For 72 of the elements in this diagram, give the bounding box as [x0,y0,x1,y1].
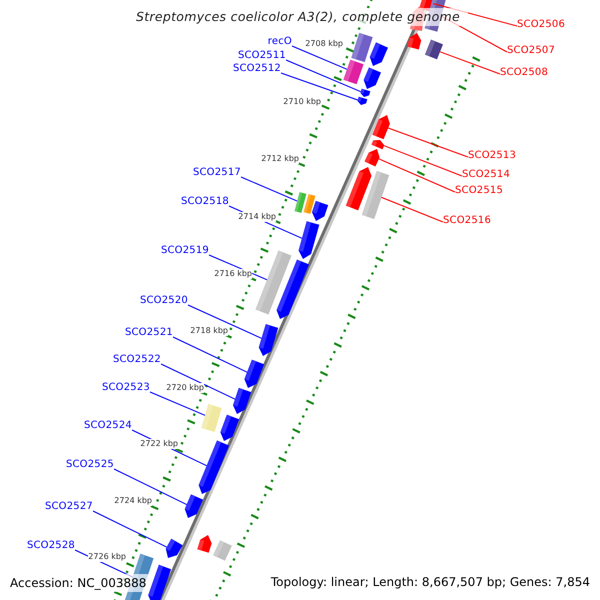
gene-label: SCO2525 [66,459,114,471]
gene-label: SCO2514 [462,169,510,181]
gene-feature [201,404,222,432]
gene-feature [233,388,252,414]
gene-feature [298,221,320,259]
gene-feature [166,538,183,558]
leader-line [188,304,262,339]
gene-feature [407,33,422,50]
leader-line [160,364,236,400]
gene-label: SCO2513 [468,150,516,162]
gene-feature [358,96,368,105]
gene-feature [425,40,443,60]
gene-feature [213,540,232,561]
gene-feature [372,140,384,150]
gene-feature [343,60,364,84]
gene-feature [276,260,309,319]
gene-feature [364,68,381,89]
gene-label: SCO2521 [124,327,173,339]
gene-feature [362,170,390,220]
gene-label: SCO2508 [500,67,548,79]
leader-line [440,51,500,74]
gene-label: SCO2518 [180,196,229,208]
gene-feature [148,564,172,600]
gene-feature [370,42,388,66]
gene-label: SCO2524 [84,420,132,432]
gene-label: SCO2506 [517,19,566,31]
kbp-position-label: 2716 kbp [214,269,252,279]
gene-feature [258,324,278,356]
gene-label: SCO2517 [192,167,241,179]
leader-line [292,46,348,70]
gene-feature [294,192,306,213]
gene-label: recO [268,36,292,48]
gene-label: SCO2527 [44,501,93,513]
gene-feature [198,440,229,494]
leader-line [114,468,188,506]
leader-line [388,128,468,158]
kbp-position-label: 2712 kbp [261,154,299,164]
kbp-position-label: 2726 kbp [88,552,126,562]
gene-label: SCO2519 [160,245,209,257]
leader-line [240,176,298,202]
kbp-position-label: 2720 kbp [166,383,204,393]
kbp-position-label: 2722 kbp [140,439,178,449]
gene-feature [184,494,203,518]
leader-line [384,145,462,176]
gene-label: SCO2522 [112,354,161,366]
gene-label: SCO2512 [232,63,281,75]
leader-line [286,60,362,92]
kbp-position-label: 2718 kbp [190,326,228,336]
kbp-position-label: 2710 kbp [283,97,321,107]
accession-text: Accession: NC_003888 [8,574,148,592]
gene-feature [351,32,373,62]
leader-line [381,196,444,222]
gene-label: SCO2511 [238,50,286,62]
gene-label: SCO2507 [507,45,556,57]
gene-feature [197,535,212,553]
gene-feature [220,414,240,441]
gene-feature [244,360,264,388]
leader-line [280,72,358,100]
gene-label: SCO2528 [26,540,75,552]
gene-feature [312,200,328,221]
gene-label: SCO2516 [443,215,492,227]
leader-line [150,392,206,416]
kbp-position-label: 2714 kbp [238,212,276,222]
leader-line [172,336,248,373]
gene-label: SCO2520 [140,295,188,307]
leader-line [92,510,168,548]
gene-label: SCO2523 [102,382,150,394]
gene-feature [360,88,370,97]
kbp-position-label: 2724 kbp [114,496,152,506]
kbp-position-label: 2708 kbp [305,39,343,49]
leader-line [378,158,456,192]
gene-label: SCO2515 [455,185,504,197]
